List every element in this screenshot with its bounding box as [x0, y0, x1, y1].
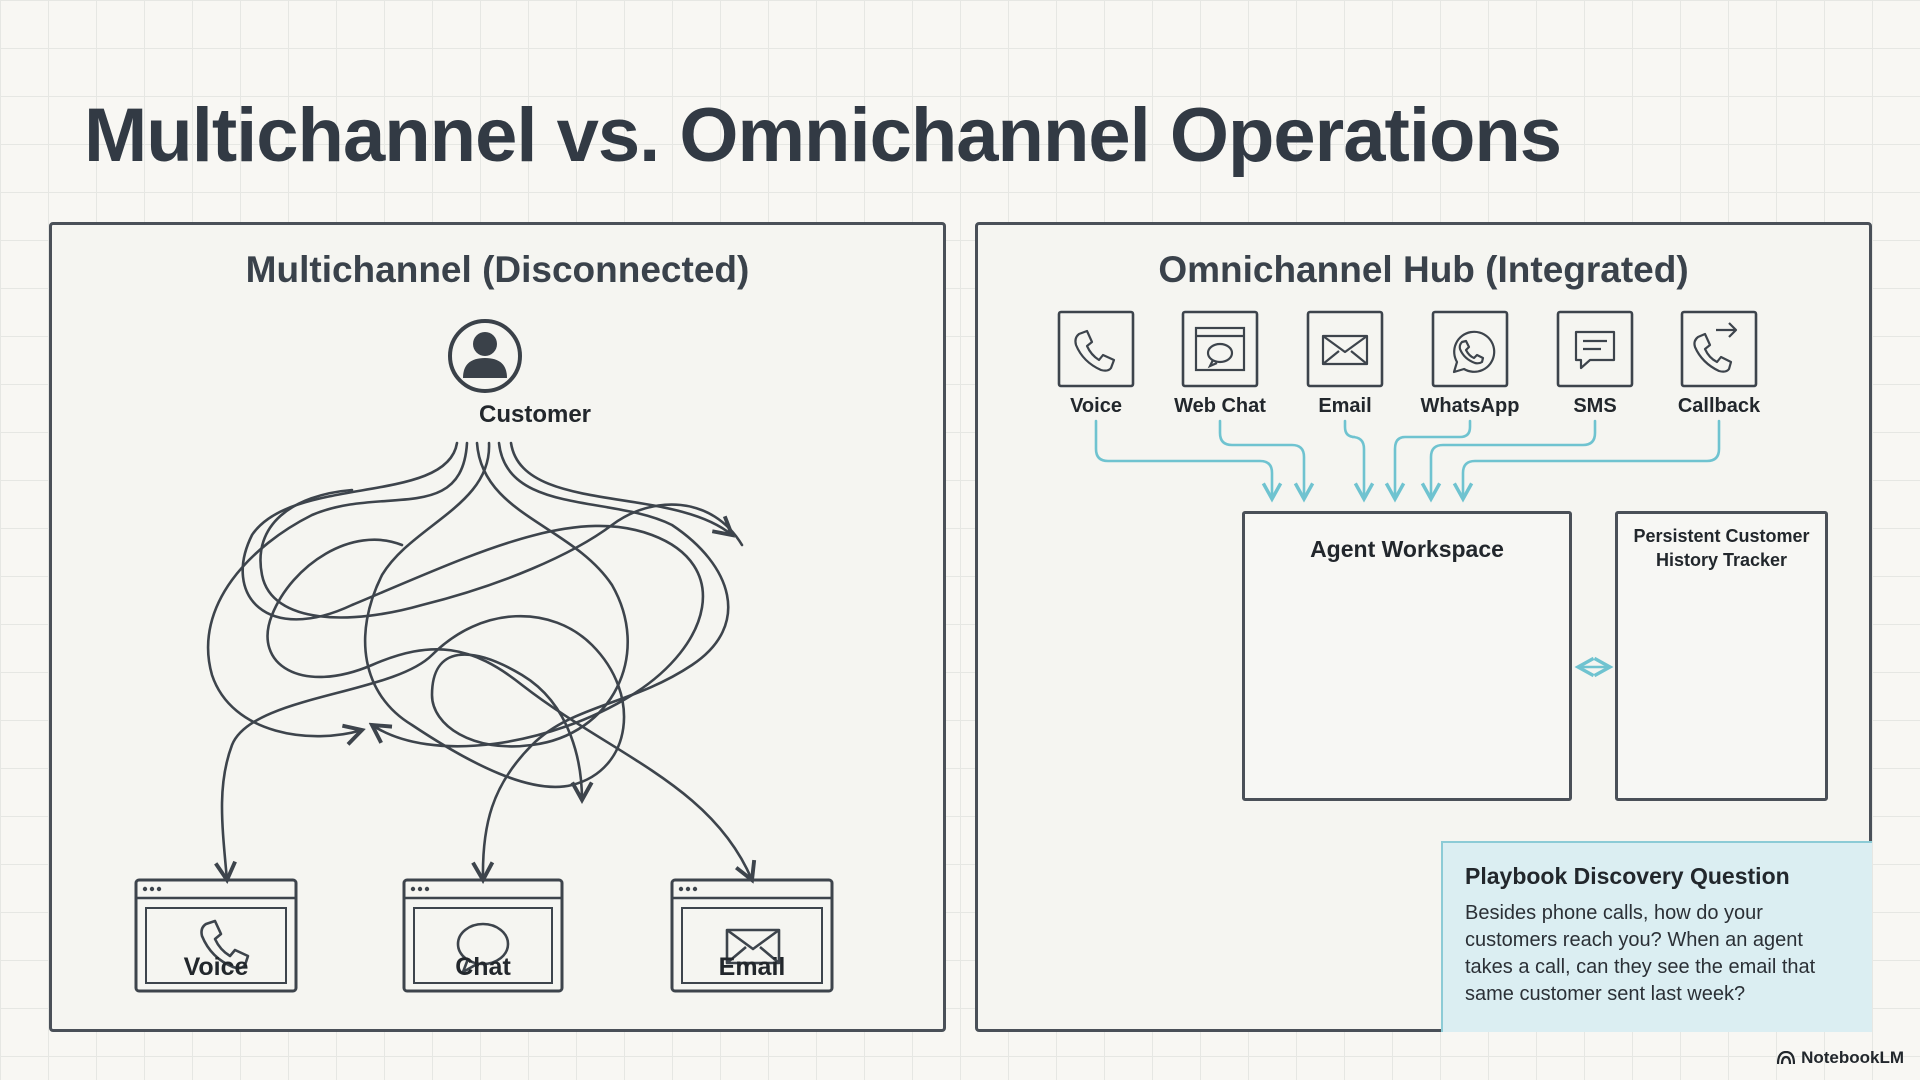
- envelope-icon: [725, 928, 781, 965]
- multichannel-chat-window: [402, 878, 564, 993]
- phone-icon: [200, 919, 250, 970]
- sms-icon: [1574, 330, 1616, 370]
- channel-label-chat: Chat: [455, 953, 511, 981]
- hub-label-callback: Callback: [1677, 395, 1761, 417]
- multichannel-voice-window: [134, 878, 298, 993]
- playbook-line: takes a call, can they see the email tha…: [1465, 956, 1816, 978]
- hub-label-sms: SMS: [1573, 395, 1617, 417]
- hub-label-voice: Voice: [1070, 395, 1122, 417]
- voice-phone-icon: [1074, 329, 1116, 372]
- hub-label-email: Email: [1318, 395, 1372, 417]
- brand-label: NotebookLM: [1801, 1048, 1904, 1067]
- page-title: Multichannel vs. Omnichannel Operations: [84, 93, 1562, 178]
- playbook-line: same customer sent last week?: [1465, 983, 1746, 1005]
- chat-bubble-icon: [456, 922, 510, 974]
- agent-workspace-title: Agent Workspace: [1310, 536, 1504, 562]
- whatsapp-icon: [1452, 330, 1496, 374]
- envelope-icon: [1321, 334, 1369, 366]
- web-chat-icon: [1194, 326, 1246, 372]
- channel-label-voice: Voice: [183, 953, 249, 981]
- multichannel-email-window: [670, 878, 834, 993]
- channel-label-email: Email: [718, 953, 786, 981]
- brand-watermark: NotebookLM: [1777, 1048, 1904, 1068]
- history-tracker-box: Persistent Customer History Tracker: [1615, 511, 1828, 801]
- playbook-line: Besides phone calls, how do your: [1465, 902, 1763, 924]
- omnichannel-panel: Omnichannel Hub (Integrated): [975, 222, 1872, 1032]
- omnichannel-panel-title: Omnichannel Hub (Integrated): [1158, 249, 1689, 290]
- callback-icon: [1693, 322, 1738, 373]
- multichannel-panel-title: Multichannel (Disconnected): [245, 249, 750, 290]
- playbook-line: customers reach you? When an agent: [1465, 929, 1803, 951]
- multichannel-diagram: [134, 319, 834, 993]
- tracker-title-line1: Persistent Customer: [1633, 526, 1810, 546]
- notebooklm-logo-icon: [1777, 1051, 1796, 1065]
- tracker-title-line2: History Tracker: [1655, 550, 1788, 570]
- playbook-title: Playbook Discovery Question: [1465, 863, 1790, 889]
- customer-label: Customer: [478, 401, 592, 428]
- hub-label-whatsapp: WhatsApp: [1420, 395, 1520, 417]
- agent-workspace-box: Agent Workspace: [1242, 511, 1572, 801]
- multichannel-panel: Multichannel (Disconnected): [49, 222, 946, 1032]
- customer-icon: [448, 319, 522, 393]
- hub-label-web-chat: Web Chat: [1174, 395, 1266, 417]
- playbook-callout: Playbook Discovery Question Besides phon…: [1441, 841, 1872, 1032]
